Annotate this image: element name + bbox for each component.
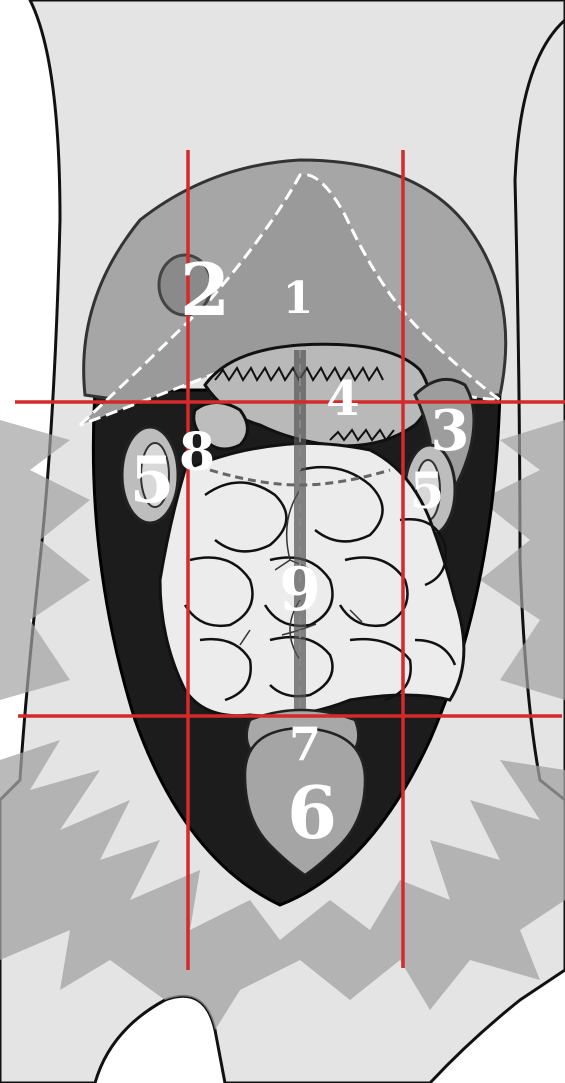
label-intestines: 9 (279, 555, 321, 625)
label-bladder: 6 (287, 770, 337, 855)
label-liver: 1 (283, 273, 314, 324)
label-duodenum: 8 (179, 422, 215, 483)
label-uterus: 7 (289, 717, 321, 771)
label-kidney-right: 5 (410, 461, 445, 520)
label-gallbladder: 2 (180, 247, 230, 332)
label-spleen: 3 (431, 398, 470, 464)
label-stomach: 4 (326, 371, 359, 427)
label-kidney-left: 5 (130, 443, 175, 518)
